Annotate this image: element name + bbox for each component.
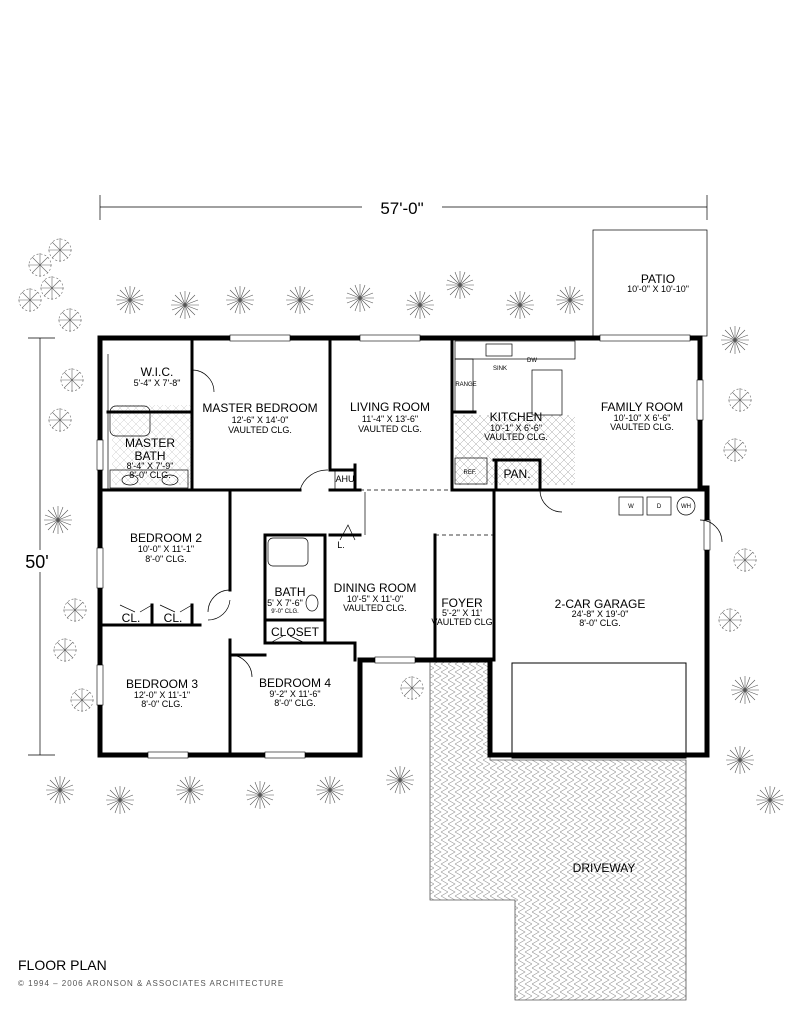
- bath-ceiling: 9'-0" CLG.: [271, 609, 299, 615]
- interior-walls: [98, 336, 709, 757]
- kitchen-name: KITCHEN: [490, 410, 543, 424]
- family-room-ceiling: VAULTED CLG.: [610, 422, 674, 432]
- windows: [96, 334, 711, 759]
- dryer-box: [646, 496, 672, 516]
- patio-size: 10'-0" X 10'-10": [627, 284, 689, 294]
- toilet-hall: [305, 594, 319, 612]
- bedroom4-name: BEDROOM 4: [259, 676, 331, 690]
- bedroom4-ceiling: 8'-0" CLG.: [274, 698, 315, 708]
- floor-plan-title: FLOOR PLAN: [18, 957, 107, 973]
- kitchen-tile-floor: [455, 415, 575, 485]
- sink-label: SINK: [493, 366, 507, 372]
- bedroom2-ceiling: 8'-0" CLG.: [145, 554, 186, 564]
- water-heater-circle: [676, 496, 696, 516]
- master-bath-size: 8'-4" X 7'-9": [127, 461, 174, 471]
- bedroom3-size: 12'-0" X 11'-1": [134, 690, 190, 700]
- bedroom3-name: BEDROOM 3: [126, 677, 198, 691]
- bedroom2-size: 10'-0" X 11'-1": [138, 544, 194, 554]
- copyright-text: © 1994 – 2006 ARONSON & ASSOCIATES ARCHI…: [18, 979, 284, 988]
- door-swings: [119, 369, 723, 678]
- refrigerator-label: REF.: [463, 470, 476, 476]
- dryer-label: D: [657, 504, 662, 510]
- family-room-size: 10'-10" X 6'-6": [614, 413, 671, 423]
- washer-box: [618, 496, 644, 516]
- washer-label: W: [628, 504, 634, 510]
- kitchen-counter: [454, 340, 576, 360]
- bathtub-master: [109, 405, 151, 437]
- garage-ceiling: 8'-0" CLG.: [579, 618, 620, 628]
- linen-closet-label: L.: [337, 540, 345, 550]
- dimension-width: 57'-0": [99, 195, 708, 220]
- fixtures: [109, 340, 696, 612]
- range-label: RANGE: [455, 382, 476, 388]
- family-room-name: FAMILY ROOM: [601, 400, 683, 414]
- living-room-name: LIVING ROOM: [350, 400, 430, 414]
- living-room-ceiling: VAULTED CLG.: [358, 424, 422, 434]
- master-bath-ceiling: 8'-0" CLG.: [129, 470, 170, 480]
- dimension-depth: 50': [22, 337, 55, 756]
- pantry-label: PAN.: [503, 467, 530, 481]
- kitchen-sink-basin: [485, 343, 513, 357]
- sink-master-2: [161, 474, 179, 486]
- dining-room-ceiling: VAULTED CLG.: [343, 603, 407, 613]
- small-labels: AHU PAN. L. CLOSET CL. CL. SINK DW RANGE…: [122, 358, 691, 639]
- water-heater-label: WH: [681, 504, 691, 510]
- master-bath-tile-floor: [112, 405, 192, 485]
- shrub-row-top: [115, 270, 585, 320]
- foyer-ceiling: VAULTED CLG: [431, 617, 492, 627]
- kitchen-size: 10'-1" X 6'-6": [490, 423, 542, 433]
- shrub-column-left: [43, 367, 95, 713]
- dining-room-name: DINING ROOM: [334, 581, 417, 595]
- foyer-name: FOYER: [441, 596, 483, 610]
- master-bath-name-line2: BATH: [134, 449, 165, 463]
- ahu-label: AHU: [335, 474, 354, 484]
- depth-dimension-label: 50': [25, 552, 48, 572]
- foyer-size: 5'-2" X 11': [442, 608, 482, 618]
- master-bedroom-size: 12'-6" X 14'-0": [232, 415, 289, 425]
- refrigerator: [454, 457, 488, 485]
- dining-room-size: 10'-5" X 11'-0": [347, 594, 403, 604]
- wic-size: 5'-4" X 7'-8": [134, 378, 181, 388]
- patio-name: PATIO: [641, 272, 675, 286]
- bedroom3-ceiling: 8'-0" CLG.: [141, 699, 182, 709]
- bedroom4-size: 9'-2" X 11'-6": [269, 689, 320, 699]
- dishwasher-label: DW: [527, 358, 537, 364]
- garage-name: 2-CAR GARAGE: [555, 597, 646, 611]
- bathtub-hall: [267, 537, 309, 567]
- sink-master-1: [121, 474, 139, 486]
- kitchen-island: [531, 369, 563, 416]
- shrub-column-right: [717, 325, 785, 815]
- garage-size: 24'-8" X 19'-0": [572, 609, 629, 619]
- closet-label-1: CL.: [122, 611, 141, 625]
- master-bedroom-name: MASTER BEDROOM: [202, 401, 317, 415]
- living-room-size: 11'-4" X 13'-6": [362, 414, 418, 424]
- master-bedroom-ceiling: VAULTED CLG.: [228, 425, 292, 435]
- width-dimension-label: 57'-0": [380, 199, 423, 218]
- master-bath-name-line1: MASTER: [125, 436, 175, 450]
- bedroom2-name: BEDROOM 2: [130, 531, 202, 545]
- kitchen-ceiling: VAULTED CLG.: [484, 432, 548, 442]
- closet-label-2: CL.: [164, 611, 183, 625]
- room-labels: W.I.C. 5'-4" X 7'-8" MASTER BEDROOM 12'-…: [125, 272, 689, 875]
- drawing-footer: FLOOR PLAN © 1994 – 2006 ARONSON & ASSOC…: [18, 957, 284, 988]
- bath-name: BATH: [274, 585, 305, 599]
- closet-label: CLOSET: [271, 625, 320, 639]
- garage-door-outline: [511, 662, 687, 759]
- bath-size: 5' X 7'-6": [267, 598, 303, 608]
- shrub-cluster-left-top: [17, 237, 83, 333]
- wic-name: W.I.C.: [141, 365, 174, 379]
- driveway-name: DRIVEWAY: [573, 861, 636, 875]
